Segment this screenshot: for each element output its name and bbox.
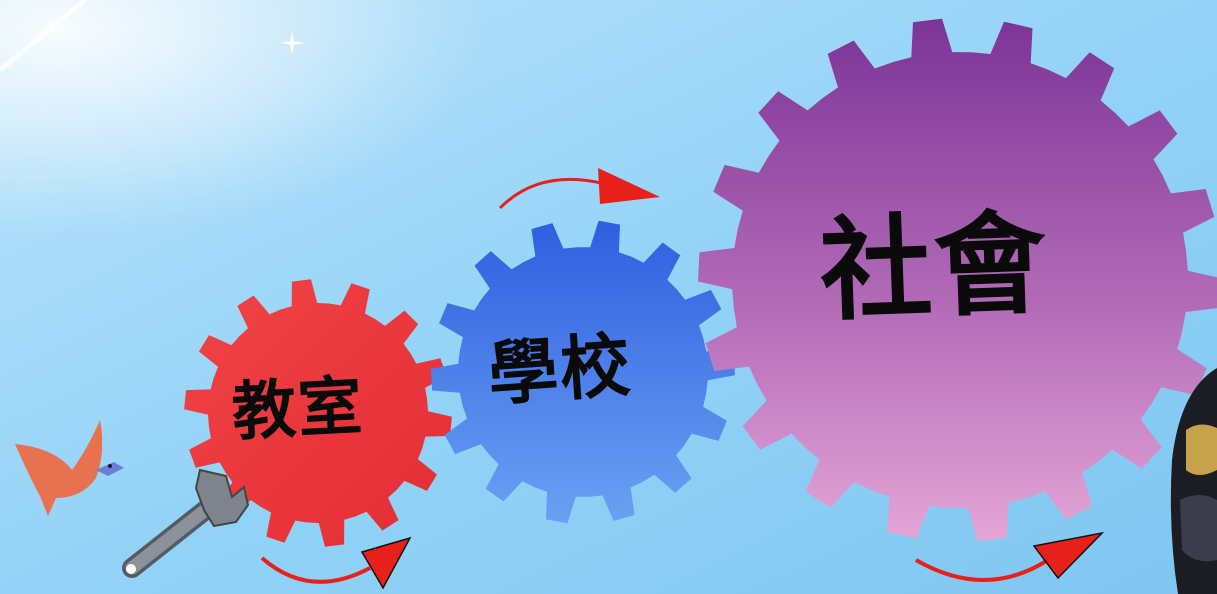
flare-streak [0,0,87,72]
gear-label-society: 社會 [817,199,1051,337]
gear-label-school: 學校 [485,324,635,416]
wrench-icon [122,468,250,578]
gear-label-classroom: 教室 [230,369,366,451]
photo-fragment [1170,368,1217,594]
bird-icon [15,420,124,516]
arrow-school [498,168,660,210]
sparkle-icon [280,31,304,55]
gear-classroom [184,279,452,547]
arrow-classroom [260,536,412,590]
gear-society [698,18,1217,542]
gear-school [431,220,735,524]
arrow-society [914,531,1105,582]
